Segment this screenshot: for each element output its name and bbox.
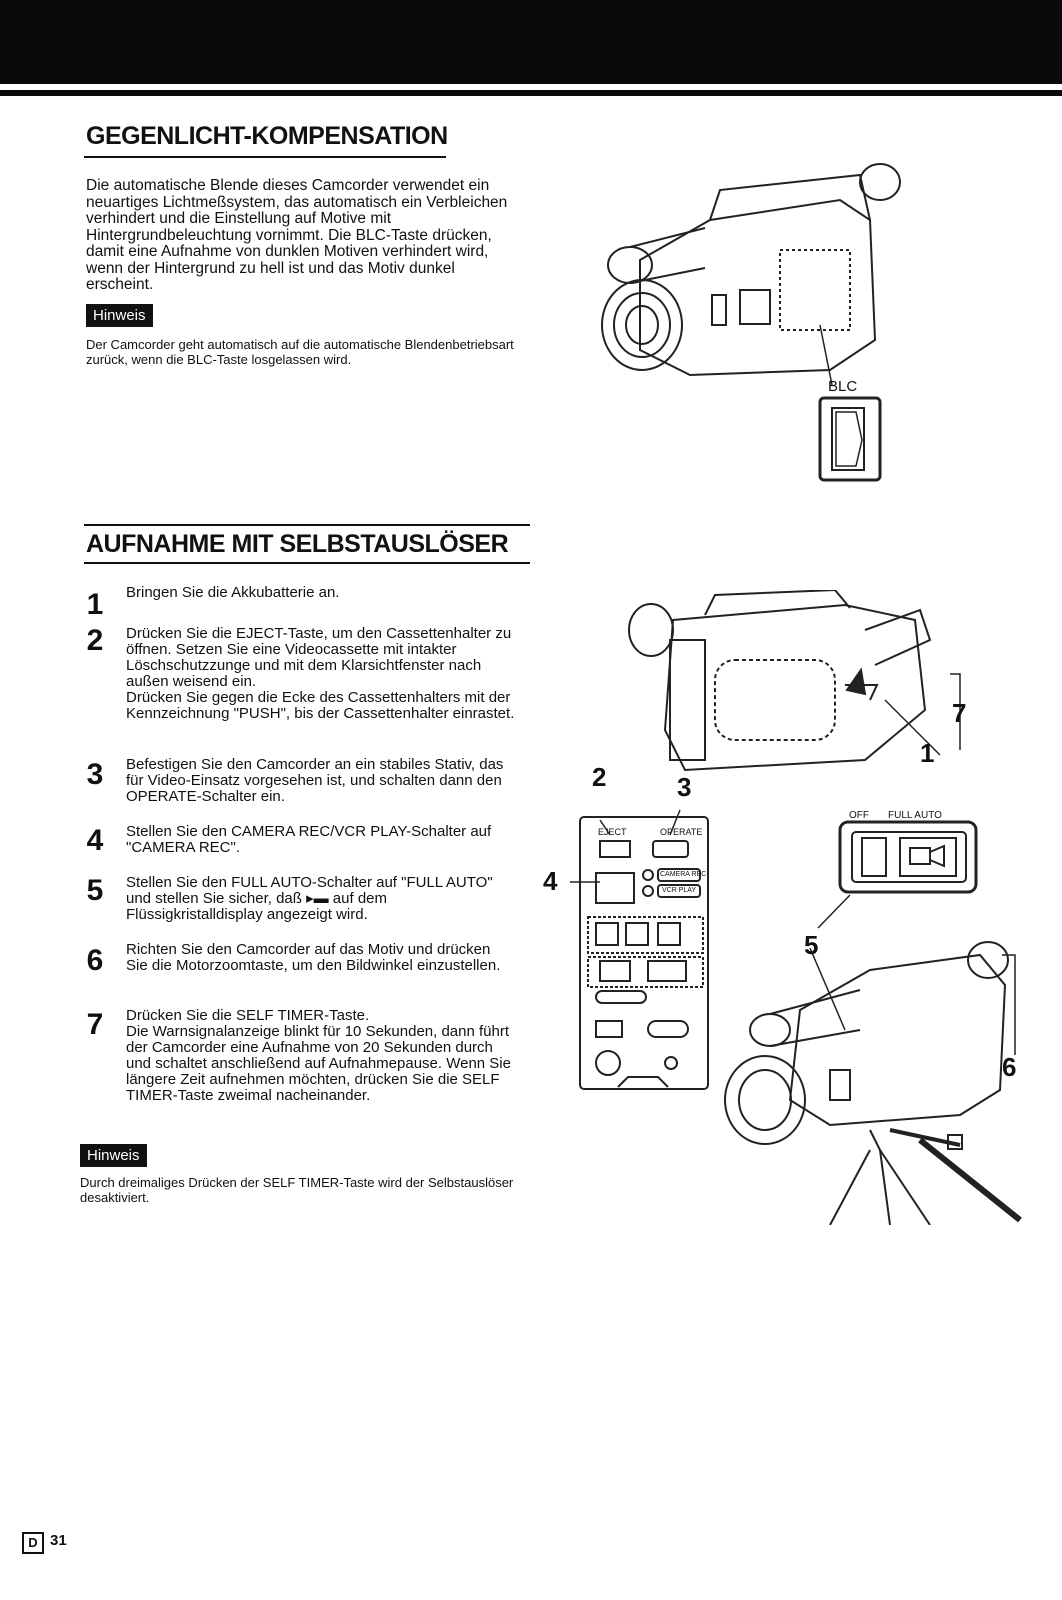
- self-timer-note: Durch dreimaliges Drücken der SELF TIMER…: [80, 1175, 514, 1205]
- header-bar: [0, 0, 1062, 84]
- step-number: 1: [86, 588, 104, 621]
- full-auto-switch-illustration: [838, 820, 978, 894]
- callout-3: 3: [677, 772, 692, 802]
- callout-lines: [570, 673, 1016, 1055]
- section-title-self-timer: AUFNAHME MIT SELBSTAUSLÖSER: [86, 530, 509, 558]
- callout-6: 6: [1002, 1052, 1017, 1082]
- camera-rec-label: CAMERA REC: [660, 871, 707, 878]
- callout-2: 2: [592, 762, 607, 792]
- language-badge: D: [22, 1532, 44, 1554]
- step-text: Befestigen Sie den Camcorder an ein stab…: [126, 756, 504, 805]
- callout-4: 4: [543, 866, 558, 896]
- step-number: 4: [86, 824, 104, 857]
- control-panel-illustration: [579, 816, 709, 1090]
- step-number: 2: [86, 624, 104, 657]
- section-title-overline: [84, 524, 530, 526]
- step-text: Stellen Sie den FULL AUTO-Schalter auf "…: [126, 874, 493, 923]
- step-text: Richten Sie den Camcorder auf das Motiv …: [126, 941, 501, 974]
- step-number: 5: [86, 874, 104, 907]
- step-text: Drücken Sie die EJECT-Taste, um den Cass…: [126, 625, 515, 722]
- camcorder-tripod-illustration: [724, 941, 1022, 1225]
- section-title-blc: GEGENLICHT-KOMPENSATION: [86, 122, 448, 150]
- hinweis-badge: Hinweis: [86, 304, 153, 327]
- full-auto-label: FULL AUTO: [888, 810, 942, 821]
- operate-label: OPERATE: [660, 827, 703, 837]
- step-text: Stellen Sie den CAMERA REC/VCR PLAY-Scha…: [126, 823, 492, 856]
- step-number: 6: [86, 944, 104, 977]
- callout-7: 7: [952, 698, 967, 728]
- step-number: 7: [86, 1008, 104, 1041]
- section-title-underline: [84, 156, 446, 158]
- camcorder-top-illustration: [628, 590, 932, 772]
- blc-description: Die automatische Blende dieses Camcorder…: [86, 177, 508, 293]
- step-text: Bringen Sie die Akkubatterie an.: [126, 584, 340, 601]
- vcr-play-label: VCR PLAY: [662, 887, 697, 894]
- section-title-underline-2: [84, 562, 530, 564]
- page-number: 31: [50, 1532, 67, 1549]
- callout-1: 1: [920, 738, 935, 768]
- callout-5: 5: [804, 930, 819, 960]
- header-rule: [0, 90, 1062, 96]
- camcorder-blc-illustration: [601, 163, 901, 482]
- blc-note: Der Camcorder geht automatisch auf die a…: [86, 337, 514, 367]
- step-number: 3: [86, 758, 104, 791]
- off-label: OFF: [849, 810, 869, 821]
- step-text: Drücken Sie die SELF TIMER-Taste. Die Wa…: [126, 1007, 511, 1104]
- hinweis-badge: Hinweis: [80, 1144, 147, 1167]
- eject-label: EJECT: [598, 827, 627, 837]
- blc-label: BLC: [828, 378, 858, 395]
